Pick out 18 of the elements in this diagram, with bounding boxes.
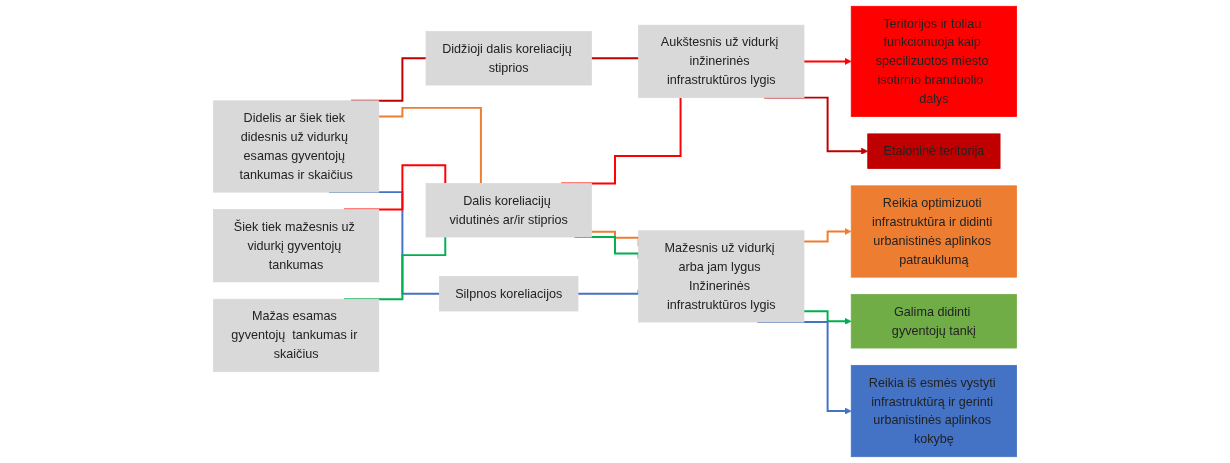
node-box: Etaloninė teritorija [867, 133, 1001, 169]
node-box: Teritorijos ir toliau funkcionuoja kaip specilizuotos miesto isotirnio branduolio dalys [850, 5, 1017, 117]
node-box: Mažas esamas gyventojų tankumas ir skaičius [213, 298, 380, 373]
node-box: Galima didinti gyventojų tankį [850, 294, 1017, 349]
node-box: Aukštesnis už vidurkį inžinerinės infrastruktūros lygis [638, 24, 805, 99]
node-box: Dalis koreliacijų vidutinės ar/ir stiprios [425, 183, 592, 238]
node-box: Reikia optimizuoti infrastruktūra ir didinti urbanistinės aplinkos patrauklumą [850, 185, 1017, 278]
node-box: Reikia iš esmės vystyti infrastruktūrą ir gerinti urbanistinės aplinkos kokybę [850, 364, 1017, 458]
connector [377, 106, 482, 185]
arrow [803, 228, 852, 243]
node-box: Didžioji dalis koreliacijų stiprios [425, 31, 592, 86]
arrow [803, 310, 852, 325]
node-box: Didelis ar šiek tiek didesnis už vidurkų esamas gyventojų tankumas ir skaičius [213, 100, 380, 193]
arrow [803, 57, 852, 65]
connector [590, 57, 640, 60]
node-box: Mažesnis už vidurkį arba jam lygus Inžinerinės infrastruktūros lygis [638, 230, 805, 323]
node-box: Šiek tiek mažesnis už vidurkį gyventojų tankumas [213, 209, 380, 283]
node-box: Silpnos koreliacijos [439, 276, 579, 312]
